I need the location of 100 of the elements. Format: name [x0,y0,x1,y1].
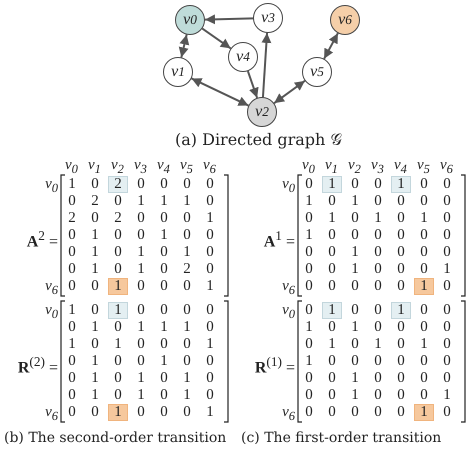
matrix-entry: 1 [67,176,77,193]
row-label: v$_{6}$ [45,278,58,299]
matrix-entry: 0 [205,261,215,278]
matrix-entry: 0 [136,278,146,295]
matrix-entry: 0 [373,176,383,193]
column-label: v$_{4}$ [157,157,170,178]
matrix-entry: 0 [205,302,215,319]
matrix-entry: 0 [113,319,123,336]
matrix-entry: 1 [159,353,169,370]
column-label: v$_{0}$ [65,157,78,178]
matrix-entry: 1 [136,370,146,387]
matrix-entry: 0 [350,404,360,421]
matrix-entry: 0 [67,404,77,421]
row-label: v$_{0}$ [45,302,58,323]
matrix-entry: 0 [327,193,337,210]
matrix-entry: 0 [373,261,383,278]
column-label: v$_{3}$ [134,157,147,178]
matrix-entry: 1 [182,370,192,387]
matrix-entry: 1 [67,336,77,353]
matrix-entry: 0 [419,227,429,244]
matrix-entry: 0 [373,387,383,404]
matrix-entry: 0 [327,353,337,370]
matrix-entry: 1 [159,193,169,210]
row-label: v$_{6}$ [282,278,295,299]
matrix-entry: 0 [396,210,406,227]
matrix-entry: 0 [396,244,406,261]
matrix-entry: 1 [350,319,360,336]
matrix-entry: 0 [327,244,337,261]
matrix-entry: 0 [182,353,192,370]
matrix-entry: 0 [113,353,123,370]
matrix-entry: 1 [205,210,215,227]
matrix-entry: 0 [205,176,215,193]
matrix-entry: 1 [391,302,411,319]
row-label: v$_{6}$ [282,404,295,425]
matrix-entry: 1 [205,278,215,295]
matrix-entry: 0 [304,261,314,278]
matrix-entry: 0 [350,302,360,319]
matrix-entry: 0 [327,227,337,244]
matrix-entry: 0 [373,370,383,387]
matrix-entry: 1 [350,244,360,261]
matrix-entry: 0 [205,353,215,370]
column-label: v$_{4}$ [394,157,407,178]
matrix-entry: 1 [205,336,215,353]
column-label: v$_{6}$ [440,157,453,178]
row-label: v$_{0}$ [282,176,295,197]
matrix-entry: 0 [396,227,406,244]
matrix-entry: 0 [419,319,429,336]
matrix-entry: 0 [327,261,337,278]
matrix-entry: 0 [67,387,77,404]
matrix-entry: 1 [108,404,128,421]
matrix-entry: 0 [396,353,406,370]
matrix-entry: 0 [67,244,77,261]
matrix-name: R$^{(2)}$ = [18,353,58,376]
matrix-entry: 0 [327,387,337,404]
matrix-entry: 1 [90,244,100,261]
matrix-entry: 0 [67,261,77,278]
matrix-entry: 0 [182,278,192,295]
matrix-entry: 0 [442,302,452,319]
matrix-entry: 1 [108,302,128,319]
matrix-entry: 2 [113,210,123,227]
matrix-entry: 0 [442,227,452,244]
matrix-entry: 1 [159,227,169,244]
matrix-entry: 0 [373,404,383,421]
matrix-entry: 0 [304,370,314,387]
matrix-entry: 0 [304,210,314,227]
matrix-entry: 0 [442,176,452,193]
matrix-entry: 0 [182,404,192,421]
matrix-entry: 0 [205,387,215,404]
matrix-entry: 0 [113,387,123,404]
matrix-entry: 0 [304,176,314,193]
matrix-entry: 0 [327,370,337,387]
matrix-entry: 1 [304,227,314,244]
matrix-entry: 0 [90,176,100,193]
matrix-entry: 0 [350,227,360,244]
matrix-entry: 0 [350,210,360,227]
matrix-entry: 1 [136,244,146,261]
matrix-entry: 0 [67,227,77,244]
matrix-entry: 0 [90,302,100,319]
matrix-entry: 1 [182,193,192,210]
matrix-entry: 0 [327,278,337,295]
matrix-entry: 0 [159,404,169,421]
row-label: v$_{0}$ [45,176,58,197]
matrix-entry: 1 [113,336,123,353]
matrix-entry: 0 [373,244,383,261]
matrix-entry: 0 [67,319,77,336]
matrix-entry: 0 [373,319,383,336]
matrix-entry: 0 [304,278,314,295]
matrix-entry: 0 [396,387,406,404]
matrix-entry: 0 [419,387,429,404]
matrix-entry: 0 [159,336,169,353]
matrix-entry: 1 [67,302,77,319]
matrix-entry: 1 [90,319,100,336]
matrix-entry: 1 [373,210,383,227]
matrix-entry: 0 [113,370,123,387]
matrix-entry: 1 [304,353,314,370]
row-label: v$_{0}$ [282,302,295,323]
matrix-entry: 1 [136,261,146,278]
matrix-entry: 0 [159,210,169,227]
matrix-entry: 0 [373,193,383,210]
arrow [274,80,306,104]
